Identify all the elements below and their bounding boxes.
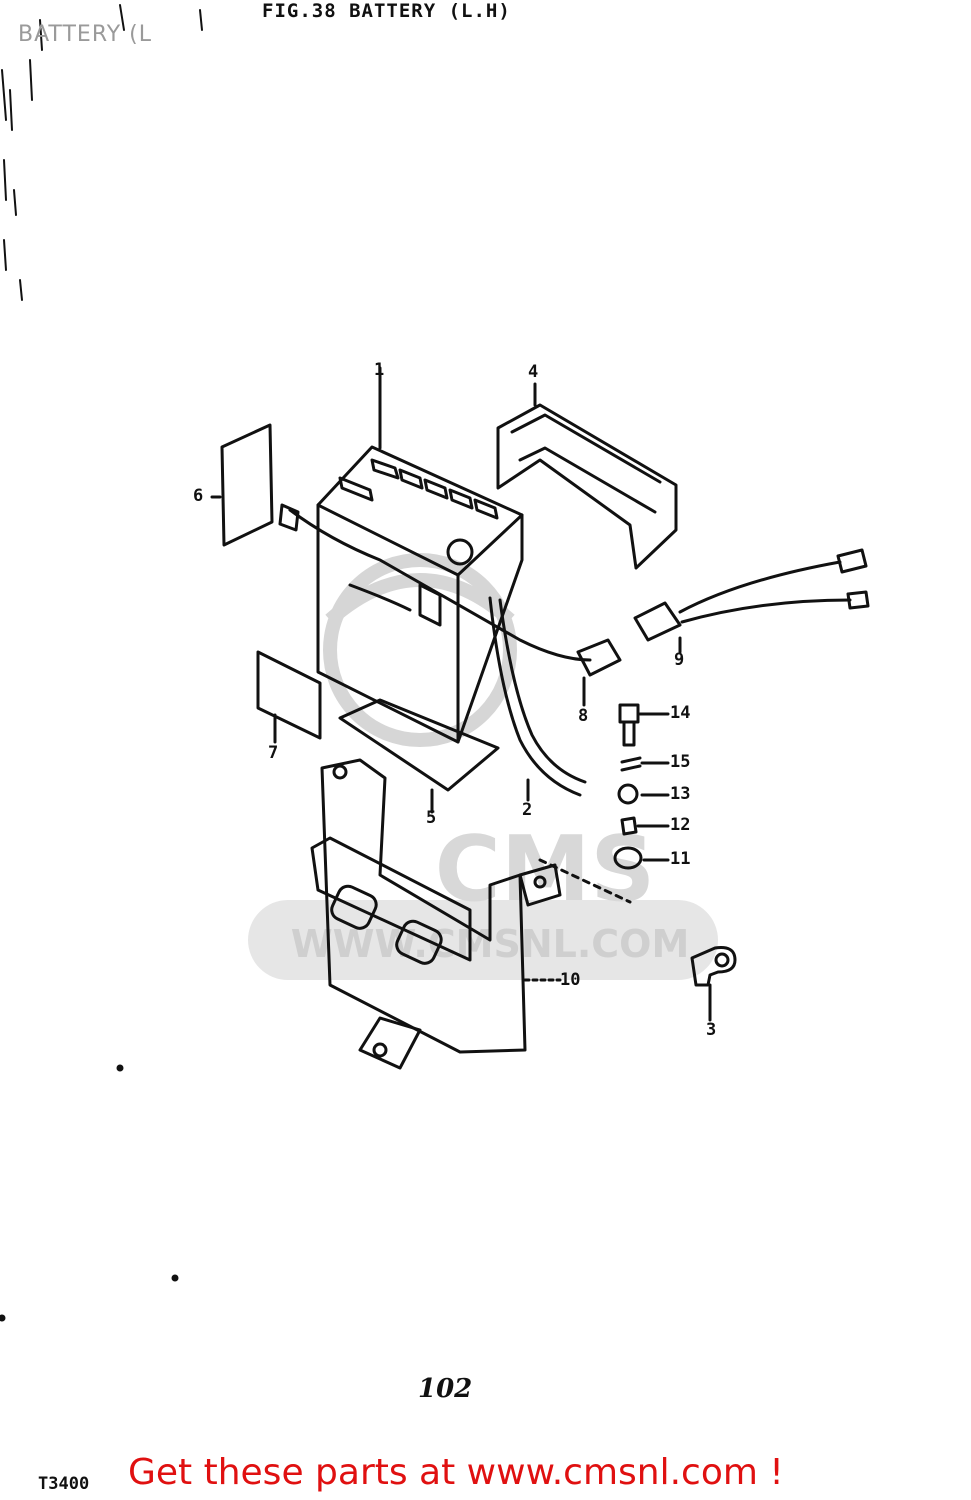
part-label-8: 8: [578, 706, 589, 726]
part-6-plate: [210, 423, 274, 547]
part-label-5: 5: [426, 808, 437, 828]
part-label-3: 3: [706, 1020, 717, 1040]
part-label-12: 12: [670, 815, 691, 835]
part-label-15: 15: [670, 752, 691, 772]
watermark-brand: CMS: [435, 817, 655, 922]
scan-noise: [1, 4, 203, 301]
part-9-wiring: [633, 548, 870, 654]
model-code: T3400: [38, 1474, 90, 1494]
part-label-6: 6: [193, 486, 204, 506]
part-5-mat: [338, 698, 500, 792]
part-7-pad: [256, 650, 322, 744]
part-label-11: 11: [670, 849, 691, 869]
hardware-stack: [613, 703, 670, 870]
part-10-holder: [310, 758, 632, 1070]
part-1-battery: [316, 366, 524, 744]
part-label-10: 10: [560, 970, 581, 990]
part-12-collar: [620, 816, 638, 836]
promo-link[interactable]: Get these parts at www.cmsnl.com !: [128, 1452, 784, 1493]
part-label-7: 7: [268, 743, 279, 763]
overlay-title: BATTERY (L: [18, 22, 152, 47]
part-14-bolt: [618, 703, 640, 747]
part-3-clamp: [690, 946, 737, 1022]
figure-title: FIG.38 BATTERY (L.H): [262, 0, 511, 22]
part-8-connector: [576, 638, 622, 707]
part-label-14: 14: [670, 703, 691, 723]
part-4-strap: [496, 382, 678, 570]
part-13-lockwasher: [617, 783, 639, 805]
part-15-washer: [620, 756, 642, 772]
page-number: 102: [418, 1374, 473, 1404]
part-label-1: 1: [374, 360, 385, 380]
battery-vent-tube: [288, 508, 592, 662]
part-label-13: 13: [670, 784, 691, 804]
part-label-2: 2: [522, 800, 533, 820]
part-label-4: 4: [528, 362, 539, 382]
part-11-cushion: [613, 846, 643, 870]
part-2-lead: [488, 596, 587, 802]
part-label-9: 9: [674, 650, 685, 670]
